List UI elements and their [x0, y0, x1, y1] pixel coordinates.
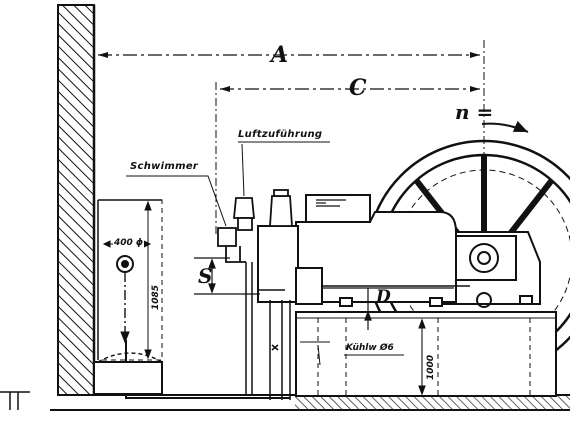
dimension-s — [194, 257, 260, 295]
float-tank — [93, 199, 163, 395]
dimension-c-line — [215, 82, 480, 235]
intake-assembly — [217, 189, 293, 263]
pipes — [125, 262, 291, 400]
stroke-label: S — [198, 264, 213, 288]
speed-label: n = — [455, 100, 494, 124]
rotation-arrow — [481, 120, 529, 133]
tank-height-label: 1085 — [151, 284, 161, 310]
cooling-water-label: Kühlw Ø6 — [346, 343, 394, 353]
dimension-1000 — [418, 318, 426, 396]
leader-lines — [126, 141, 404, 366]
engine-frame — [295, 194, 457, 303]
tank-width-label: 400 ϕ — [113, 238, 145, 248]
dimension-a-label: A — [271, 42, 289, 68]
dimension-c-label: C — [349, 75, 367, 101]
air-intake-label: Luftzuführung — [238, 129, 323, 140]
float-label: Schwimmer — [130, 161, 199, 172]
foundation-height-label: 1000 — [426, 354, 436, 380]
dimension-d — [364, 288, 372, 330]
wall — [57, 4, 96, 396]
diameter-label: D — [376, 287, 391, 307]
foundation — [295, 311, 557, 397]
